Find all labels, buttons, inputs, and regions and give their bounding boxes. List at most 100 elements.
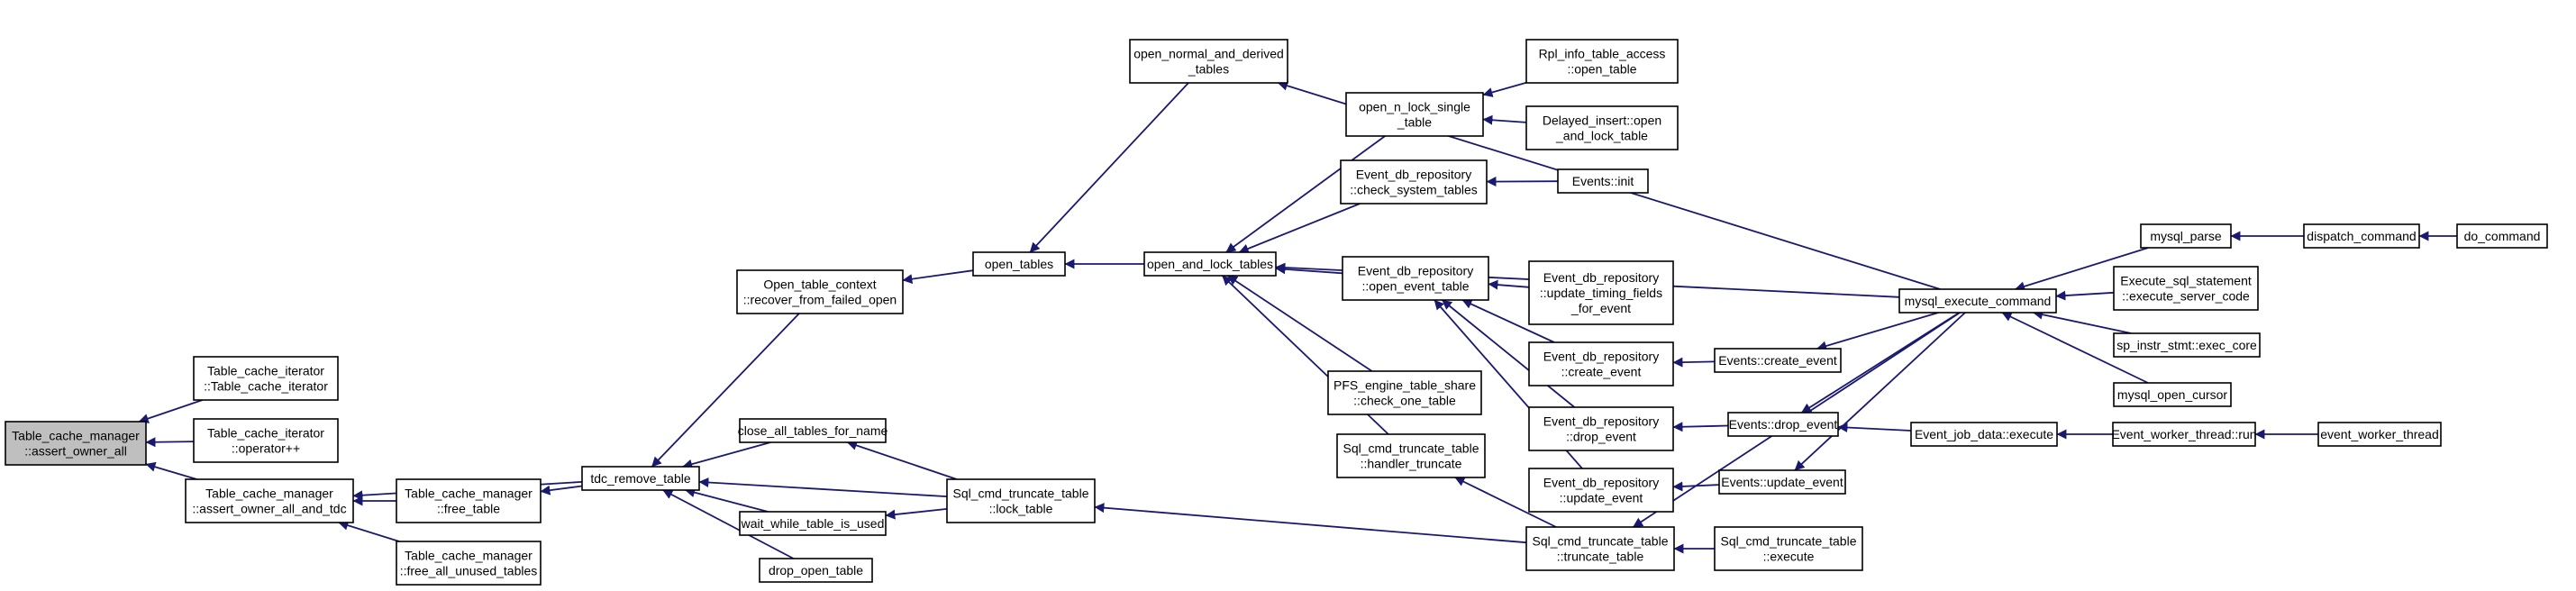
function-node-box [1528, 468, 1674, 513]
function-node[interactable]: Event_job_data::execute [1910, 422, 2058, 447]
call-edge-n5-n3 [338, 520, 400, 542]
function-node-box [2303, 223, 2420, 249]
function-node-label: ::recover_from_failed_open [743, 293, 897, 307]
function-node[interactable]: do_command [2456, 223, 2548, 249]
function-node-box [1898, 288, 2057, 314]
function-node-box [759, 558, 873, 583]
function-node-label: Event_db_repository [1543, 414, 1659, 429]
function-node-box [1327, 370, 1482, 415]
function-node[interactable]: open_and_lock_tables [1143, 251, 1277, 277]
function-node-label: ::truncate_table [1557, 550, 1644, 564]
call-edge-n33-n30 [1837, 423, 1912, 433]
function-node-label: Events::init [1572, 174, 1634, 188]
node-layer: Table_cache_manager::assert_owner_allTab… [5, 39, 2548, 586]
function-node-label: ::lock_table [989, 502, 1053, 516]
call-edge-n16-n15 [1482, 81, 1527, 97]
function-node[interactable]: tdc_remove_table [581, 466, 700, 491]
function-node-label: ::operator++ [232, 441, 300, 456]
function-node-label: ::open_table [1567, 62, 1636, 77]
function-node[interactable]: close_all_tables_for_name [738, 418, 888, 443]
function-node-box [739, 511, 887, 536]
function-node[interactable]: open_tables [972, 251, 1066, 277]
function-node[interactable]: Execute_sql_statement::execute_server_co… [2113, 266, 2259, 311]
call-edge-n2-n0 [145, 437, 195, 448]
call-edge-n12-n7 [902, 269, 974, 285]
function-node[interactable]: Event_db_repository::update_timing_field… [1528, 260, 1674, 325]
function-node[interactable]: PFS_engine_table_share::check_one_table [1327, 370, 1482, 415]
function-node[interactable]: Event_worker_thread::run [2111, 422, 2257, 447]
function-node[interactable]: sp_instr_stmt::exec_core [2113, 332, 2261, 358]
call-edge-n9-n6 [685, 487, 769, 513]
function-node[interactable]: Events::drop_event [1727, 412, 1839, 437]
function-node[interactable]: Table_cache_iterator::Table_cache_iterat… [193, 356, 339, 401]
function-node[interactable]: mysql_open_cursor [2113, 382, 2232, 407]
call-edge-n7-n6 [651, 313, 800, 468]
function-node[interactable]: open_normal_and_derived_tables [1129, 39, 1288, 84]
function-node-label: ::create_event [1561, 365, 1642, 379]
function-node-label: ::assert_owner_all_and_tdc [192, 502, 346, 516]
function-node-box [1727, 412, 1839, 437]
function-node-box [1340, 159, 1488, 205]
function-node[interactable]: Sql_cmd_truncate_table::execute [1714, 526, 1863, 571]
function-node[interactable]: Table_cache_manager::free_all_unused_tab… [396, 541, 542, 586]
function-node-box [1910, 422, 2058, 447]
function-node[interactable]: Event_db_repository::drop_event [1528, 406, 1674, 451]
function-node-label: ::free_all_unused_tables [400, 564, 538, 578]
function-node-label: Execute_sql_statement [2120, 274, 2252, 288]
function-node-box [2317, 422, 2442, 447]
function-node[interactable]: Table_cache_iterator::operator++ [193, 418, 339, 463]
function-node[interactable]: Sql_cmd_truncate_table::handler_truncate [1336, 433, 1486, 478]
function-node-label: Events::drop_event [1729, 417, 1838, 432]
function-node-label: Table_cache_manager [405, 549, 532, 563]
function-node[interactable]: Events::create_event [1714, 348, 1842, 373]
function-node-box [946, 478, 1096, 523]
function-node-box [581, 466, 700, 491]
function-node[interactable]: dispatch_command [2303, 223, 2420, 249]
function-node-box [1525, 526, 1675, 571]
function-node[interactable]: mysql_execute_command [1898, 288, 2057, 314]
function-node-label: ::drop_event [1566, 430, 1636, 444]
function-node[interactable]: Event_db_repository::update_event [1528, 468, 1674, 513]
function-node[interactable]: Events::update_event [1718, 469, 1846, 495]
function-node[interactable]: wait_while_table_is_used [739, 511, 887, 536]
call-edge-n27-n11 [1094, 503, 1527, 544]
function-node[interactable]: Sql_cmd_truncate_table::truncate_table [1525, 526, 1675, 571]
call-edge-n1-n0 [138, 399, 203, 423]
function-node[interactable]: Table_cache_manager::assert_owner_all_an… [185, 478, 354, 523]
call-edge-n6-n4 [540, 485, 583, 496]
function-node-box [1714, 526, 1863, 571]
function-node[interactable]: mysql_parse [2140, 223, 2232, 249]
function-node-box [2456, 223, 2548, 249]
function-node-box [396, 478, 542, 523]
call-edge-n11-n6 [698, 477, 948, 497]
function-node-box [193, 356, 339, 401]
function-node[interactable]: drop_open_table [759, 558, 873, 583]
function-node-box [1342, 256, 1489, 301]
function-node-box [2113, 332, 2261, 358]
function-node[interactable]: Events::init [1557, 168, 1649, 194]
function-node-label: Rpl_info_table_access [1539, 47, 1666, 61]
call-edge-n15-n14 [1225, 135, 1386, 253]
function-node-label: Sql_cmd_truncate_table [1721, 534, 1857, 549]
function-node[interactable]: Event_db_repository::create_event [1528, 341, 1674, 386]
function-node-label: Event_db_repository [1356, 168, 1471, 182]
call-edge-n32-n31 [1794, 312, 1966, 471]
call-edge-n29-n22 [1672, 357, 1716, 368]
function-node[interactable]: Rpl_info_table_access::open_table [1525, 39, 1679, 84]
function-node[interactable]: open_n_lock_single_table [1345, 92, 1484, 137]
function-node-label: Event_db_repository [1543, 270, 1659, 285]
function-node-label: Sql_cmd_truncate_table [1343, 441, 1479, 456]
function-node[interactable]: Table_cache_manager::free_table [396, 478, 542, 523]
function-node[interactable]: Event_db_repository::check_system_tables [1340, 159, 1488, 205]
function-node-label: dispatch_command [2307, 229, 2416, 243]
function-node[interactable]: Delayed_insert::open_and_lock_table [1525, 105, 1679, 150]
function-node-label: Events::create_event [1718, 353, 1837, 368]
function-node-label: Sql_cmd_truncate_table [953, 486, 1089, 501]
function-node[interactable]: event_worker_thread [2317, 422, 2442, 447]
function-node[interactable]: Sql_cmd_truncate_table::lock_table [946, 478, 1096, 523]
function-node-label: ::execute_server_code [2122, 289, 2250, 304]
function-node[interactable]: Event_db_repository::open_event_table [1342, 256, 1489, 301]
function-node-label: open_and_lock_tables [1147, 257, 1273, 271]
function-node[interactable]: Open_table_context::recover_from_failed_… [736, 269, 904, 314]
